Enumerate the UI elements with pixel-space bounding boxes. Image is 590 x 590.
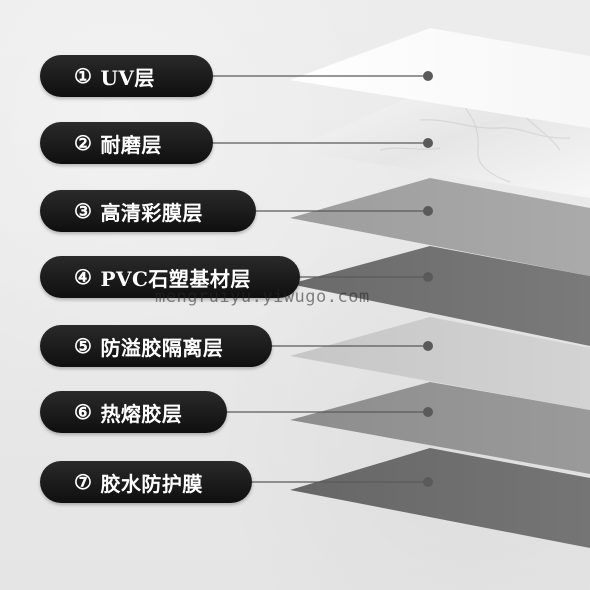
layer-sheet-7 [290, 448, 590, 548]
layer-sheet-4 [290, 246, 590, 346]
layer-number: ① [74, 64, 93, 88]
dot-2 [423, 138, 433, 148]
layer-label-2: ② 耐磨层 [40, 122, 213, 164]
dot-7 [423, 477, 433, 487]
dot-4 [423, 272, 433, 282]
layer-number: ③ [74, 199, 93, 223]
layer-name: PVC石塑基材层 [100, 266, 251, 291]
layer-name: UV层 [100, 65, 155, 90]
layer-label-6: ⑥ 热熔胶层 [40, 391, 227, 433]
layer-label-3: ③ 高清彩膜层 [40, 190, 256, 232]
layer-name: 防溢胶隔离层 [100, 335, 224, 360]
layer-label-4: ④ PVC石塑基材层 [40, 256, 300, 298]
layer-name: 胶水防护膜 [100, 471, 203, 496]
layer-name: 热熔胶层 [100, 401, 183, 426]
layer-label-7: ⑦ 胶水防护膜 [40, 461, 252, 503]
connectors [212, 75, 428, 483]
layer-number: ⑥ [74, 400, 93, 424]
watermark: mengruiyu.yiwugo.com [155, 287, 370, 307]
layer-sheet-3 [290, 178, 590, 276]
layer-number: ② [74, 131, 93, 155]
layer-number: ⑦ [74, 470, 93, 494]
layer-sheet-6 [290, 382, 590, 474]
dot-3 [423, 206, 433, 216]
layer-name: 耐磨层 [100, 132, 162, 157]
layer-name: 高清彩膜层 [100, 200, 203, 225]
layer-label-5: ⑤ 防溢胶隔离层 [40, 325, 272, 367]
connector-dots [423, 71, 433, 487]
dot-5 [423, 341, 433, 351]
layer-number: ④ [74, 265, 93, 289]
layer-sheet-1 [290, 28, 590, 128]
layer-label-1: ① UV层 [40, 55, 213, 97]
layer-number: ⑤ [74, 334, 93, 358]
dot-6 [423, 407, 433, 417]
dot-1 [423, 71, 433, 81]
layer-sheet-5 [290, 317, 590, 410]
